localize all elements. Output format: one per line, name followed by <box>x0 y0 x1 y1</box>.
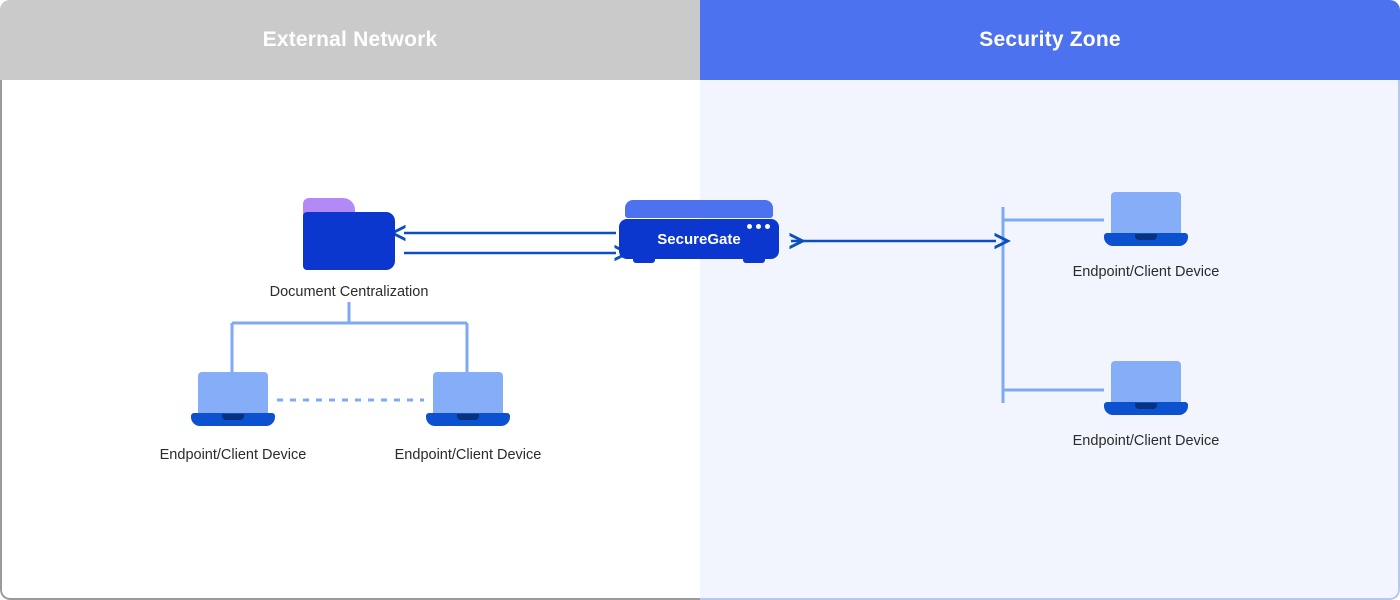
zone-external-network-title: External Network <box>262 28 438 51</box>
node-endpoint-right-2-label: Endpoint/Client Device <box>1072 433 1220 449</box>
laptop-icon <box>191 372 275 428</box>
led-indicator <box>756 224 761 229</box>
appliance-body: SecureGate <box>619 219 779 259</box>
zone-external-network-header: External Network <box>0 0 700 80</box>
laptop-trackpad-notch <box>1135 403 1157 409</box>
zone-security-zone-header: Security Zone <box>700 0 1400 80</box>
appliance-lid <box>625 200 773 218</box>
appliance-status-leds <box>747 224 770 229</box>
node-endpoint-right-1-label: Endpoint/Client Device <box>1072 264 1220 280</box>
laptop-screen <box>198 372 268 416</box>
laptop-icon <box>1104 361 1188 417</box>
folder-icon <box>303 198 395 270</box>
led-indicator <box>747 224 752 229</box>
node-endpoint-left-2-label: Endpoint/Client Device <box>394 447 542 463</box>
laptop-screen <box>433 372 503 416</box>
laptop-icon <box>1104 192 1188 248</box>
laptop-icon <box>426 372 510 428</box>
laptop-trackpad-notch <box>1135 234 1157 240</box>
folder-body <box>303 212 395 270</box>
zone-external-network <box>0 0 700 600</box>
appliance-foot-left <box>633 259 655 263</box>
zone-security-zone-title: Security Zone <box>979 28 1121 51</box>
laptop-screen <box>1111 361 1181 405</box>
node-gateway-label: SecureGate <box>657 230 741 248</box>
laptop-trackpad-notch <box>457 414 479 420</box>
node-endpoint-left-1-label: Endpoint/Client Device <box>159 447 307 463</box>
firewall-appliance-icon: SecureGate <box>619 200 779 263</box>
laptop-screen <box>1111 192 1181 236</box>
appliance-foot-right <box>743 259 765 263</box>
zone-security-zone <box>700 0 1400 600</box>
led-indicator <box>765 224 770 229</box>
laptop-trackpad-notch <box>222 414 244 420</box>
node-document-centralization-label: Document Centralization <box>269 284 429 300</box>
